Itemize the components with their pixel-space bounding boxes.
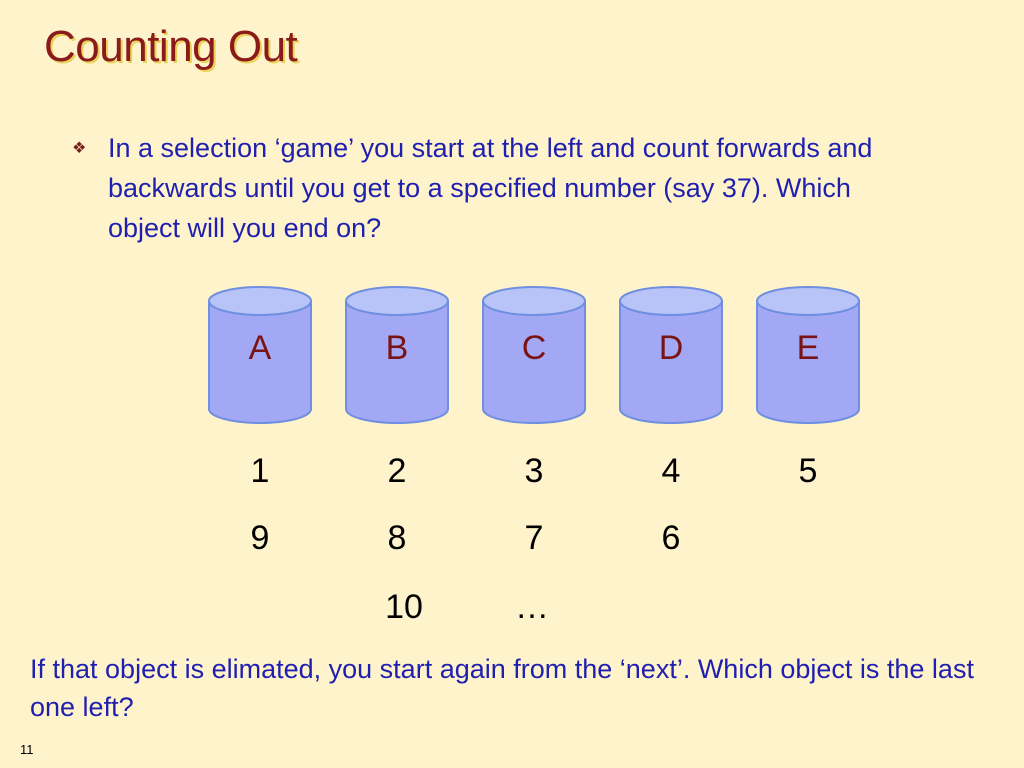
bottom-question: If that object is elimated, you start ag… xyxy=(30,654,974,722)
bullet-text: In a selection ‘game’ you start at the l… xyxy=(108,133,873,243)
count-number: 4 xyxy=(661,452,681,490)
cylinder-a: A xyxy=(207,285,313,425)
count-number: 3 xyxy=(524,452,544,490)
cylinder-label: B xyxy=(385,329,409,367)
cylinder-label: E xyxy=(796,329,820,367)
count-number: 7 xyxy=(524,519,544,557)
cylinder-label: A xyxy=(248,329,272,367)
count-number: 8 xyxy=(387,519,407,557)
count-ellipsis: … xyxy=(515,588,549,626)
cylinder-d: D xyxy=(618,285,724,425)
count-number: 2 xyxy=(387,452,407,490)
count-number: 10 xyxy=(385,588,423,626)
cylinder-label: C xyxy=(521,329,547,367)
bullet-point: ❖ In a selection ‘game’ you start at the… xyxy=(72,128,892,248)
count-number: 9 xyxy=(250,519,270,557)
cylinder-b: B xyxy=(344,285,450,425)
page-number: 11 xyxy=(20,742,34,757)
cylinder-row: A B C D E xyxy=(0,285,1024,425)
cylinder-label: D xyxy=(658,329,684,367)
slide-title: Counting Out xyxy=(44,22,298,71)
diamond-bullet-icon: ❖ xyxy=(72,140,87,157)
count-number: 6 xyxy=(661,519,681,557)
count-number: 5 xyxy=(798,452,818,490)
cylinder-c: C xyxy=(481,285,587,425)
count-number: 1 xyxy=(250,452,270,490)
cylinder-e: E xyxy=(755,285,861,425)
